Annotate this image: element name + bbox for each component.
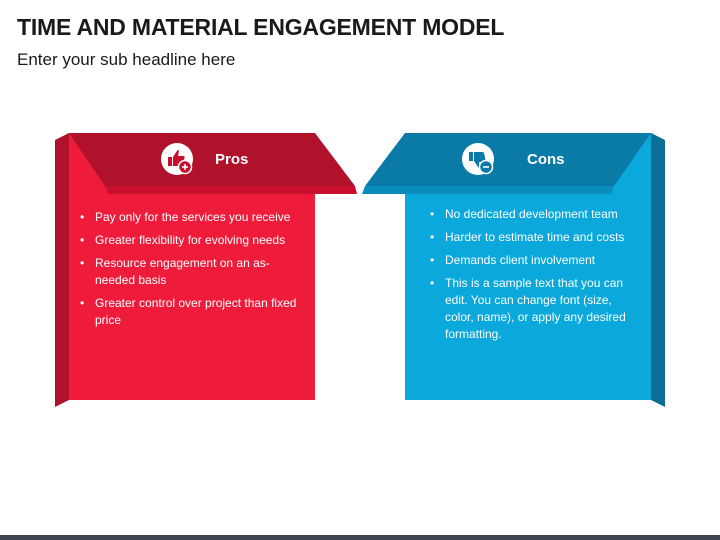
footer-bar: [0, 535, 720, 540]
page-title: TIME AND MATERIAL ENGAGEMENT MODEL: [17, 14, 505, 40]
thumbs-up-plus-icon: [161, 143, 193, 175]
cons-item: This is a sample text that you can edit.…: [430, 275, 642, 343]
pros-connector: [105, 186, 357, 194]
cons-header-band: [365, 133, 651, 186]
cons-item: No dedicated development team: [430, 206, 642, 223]
pros-item: Resource engagement on an as-needed basi…: [80, 255, 308, 289]
pros-item: Greater control over project than fixed …: [80, 295, 308, 329]
cons-item: Demands client involvement: [430, 252, 642, 269]
cons-connector: [362, 186, 614, 194]
cons-item: Harder to estimate time and costs: [430, 229, 642, 246]
pros-left-fold: [55, 133, 69, 407]
cons-heading: Cons: [527, 151, 565, 168]
pros-item: Greater flexibility for evolving needs: [80, 232, 308, 249]
pros-header-band: [69, 133, 355, 186]
thumbs-down-minus-icon: [462, 143, 494, 175]
pros-list: Pay only for the services you receive Gr…: [80, 209, 308, 335]
cons-list: No dedicated development team Harder to …: [430, 206, 642, 349]
pros-heading: Pros: [215, 151, 249, 168]
cons-right-fold: [651, 133, 665, 407]
pros-item: Pay only for the services you receive: [80, 209, 308, 226]
page-subtitle: Enter your sub headline here: [17, 50, 236, 69]
